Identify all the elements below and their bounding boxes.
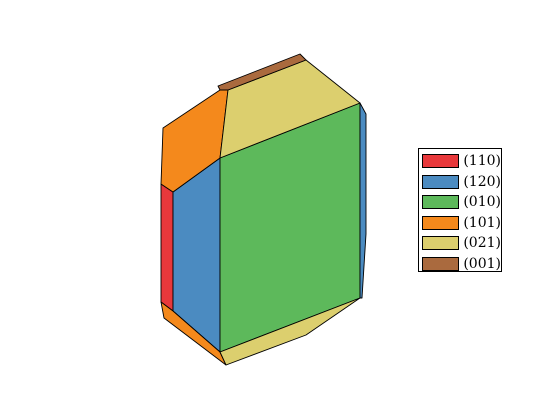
legend-item: (110) bbox=[419, 151, 501, 172]
legend-swatch bbox=[422, 195, 460, 210]
legend: (110) (120) (010) (101) (021) (001) bbox=[418, 148, 502, 272]
legend-swatch bbox=[422, 154, 460, 169]
legend-item: (001) bbox=[419, 254, 501, 275]
legend-label: (021) bbox=[463, 235, 501, 252]
face-021-bottom bbox=[219, 297, 361, 366]
legend-swatch bbox=[422, 256, 460, 271]
legend-label: (110) bbox=[463, 153, 501, 170]
face-120-right bbox=[359, 102, 367, 299]
legend-swatch bbox=[422, 236, 460, 251]
face-001-top bbox=[217, 53, 307, 91]
legend-swatch bbox=[422, 215, 460, 230]
legend-label: (001) bbox=[463, 255, 501, 272]
face-110-left bbox=[160, 183, 174, 312]
legend-item: (010) bbox=[419, 192, 501, 213]
legend-item: (120) bbox=[419, 172, 501, 193]
legend-swatch bbox=[422, 174, 460, 189]
legend-label: (120) bbox=[463, 173, 501, 190]
legend-label: (101) bbox=[463, 214, 501, 231]
legend-label: (010) bbox=[463, 194, 501, 211]
legend-item: (101) bbox=[419, 213, 501, 234]
legend-item: (021) bbox=[419, 233, 501, 254]
